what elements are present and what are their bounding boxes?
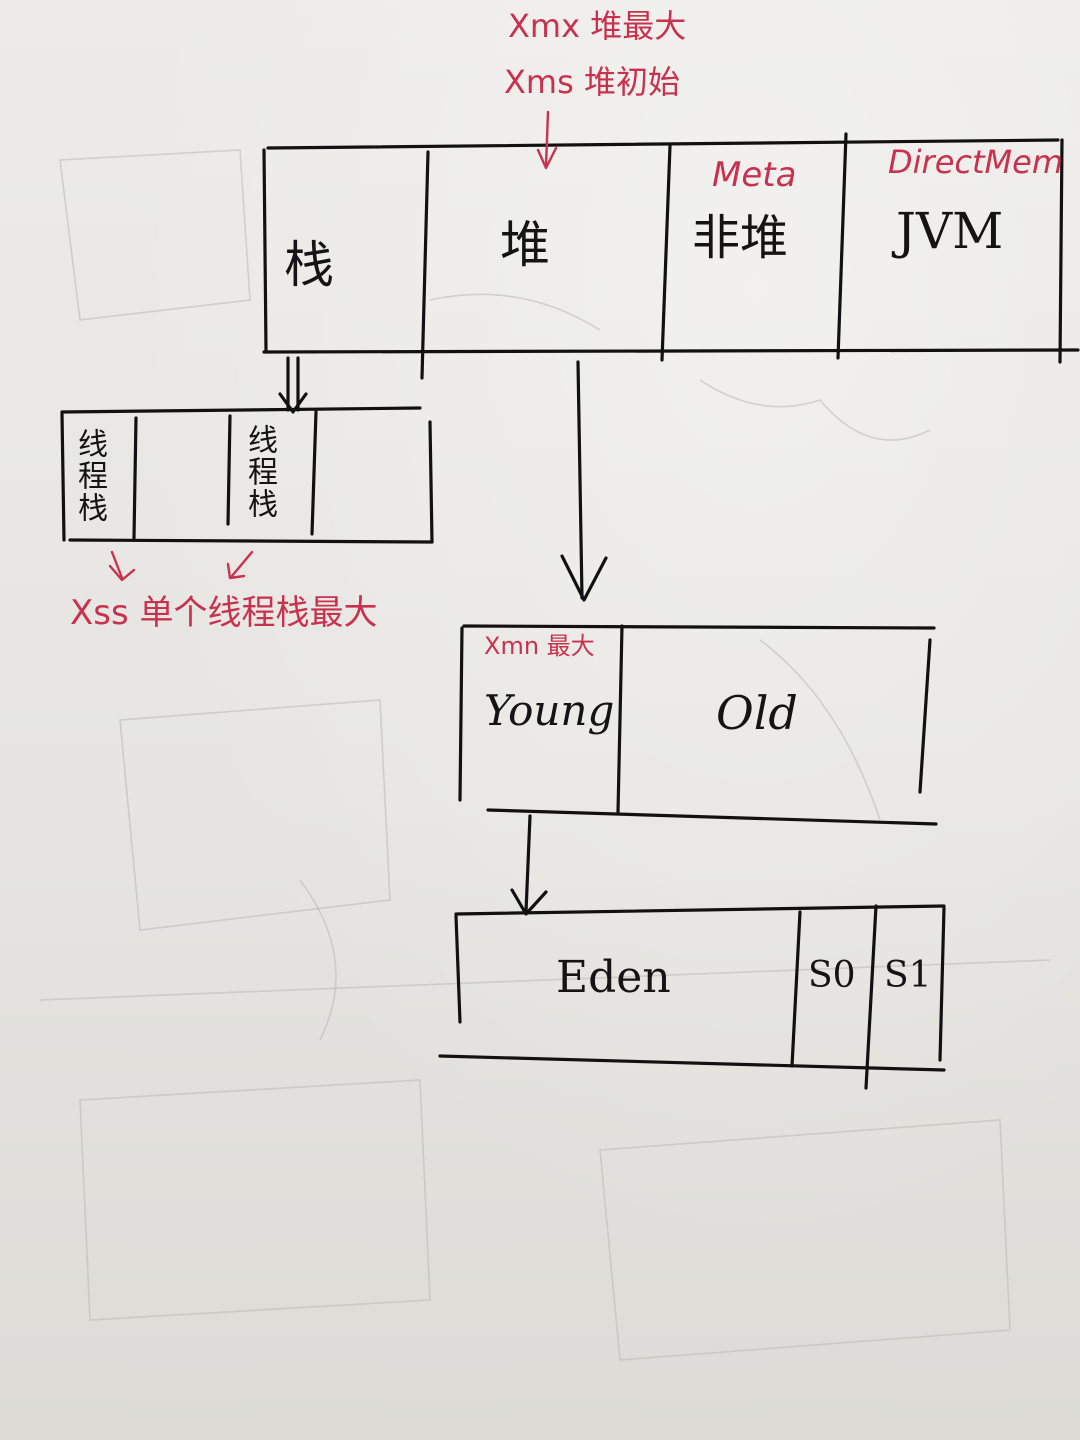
thread-stack-label-1: 线程栈 [72, 428, 107, 524]
ghost-marks [39, 149, 1051, 1361]
xmx-annotation: Xmx 堆最大 [508, 7, 687, 45]
xss-arrows [108, 550, 254, 582]
xms-arrow [536, 110, 558, 170]
young-label: Young [484, 686, 615, 735]
meta-annotation: Meta [712, 155, 797, 195]
xms-annotation: Xms 堆初始 [504, 63, 680, 101]
thread-stack-box [60, 406, 434, 544]
direct-mem-annotation: DirectMem [888, 143, 1063, 181]
xmn-annotation: Xmn 最大 [484, 632, 595, 660]
non-heap-label: 非堆 [692, 210, 789, 266]
stack-label: 栈 [284, 236, 334, 294]
young-spaces-box [438, 904, 946, 1090]
s1-label: S1 [884, 955, 932, 996]
eden-label: Eden [556, 952, 671, 1003]
thread-stack-label-2: 线程栈 [242, 424, 277, 520]
top-memory-box [262, 132, 1080, 380]
s0-label: S0 [808, 955, 856, 996]
heap-to-generations-arrow [560, 360, 608, 602]
stack-to-thread-arrow [278, 356, 308, 414]
jvm-label: JVM [896, 202, 1004, 260]
heap-label: 堆 [500, 216, 550, 274]
xss-annotation: Xss 单个线程栈最大 [70, 593, 378, 633]
generations-box [458, 624, 938, 826]
young-to-spaces-arrow [510, 814, 548, 916]
old-label: Old [716, 686, 798, 740]
